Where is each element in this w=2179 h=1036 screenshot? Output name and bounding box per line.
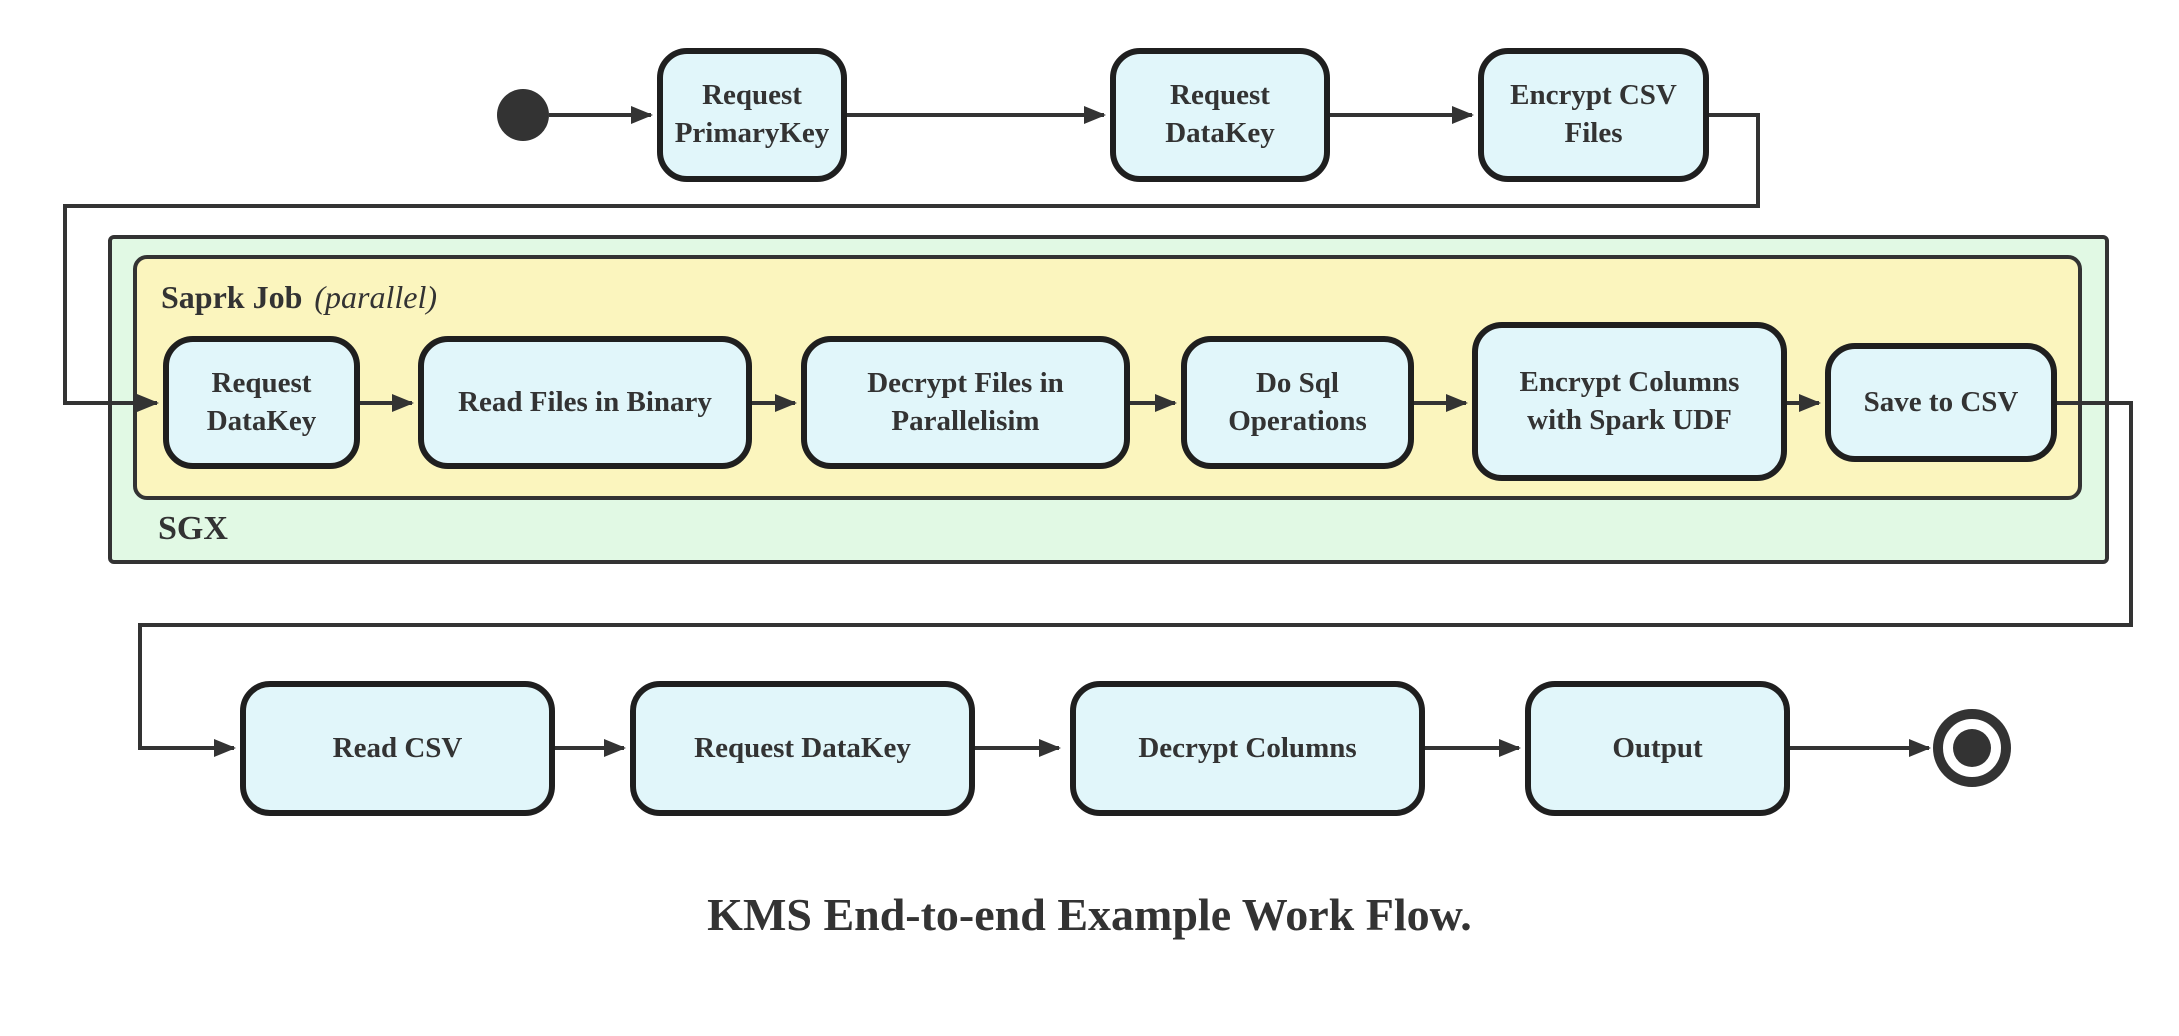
node-encrypt-csv-files: Encrypt CSV Files bbox=[1478, 48, 1709, 182]
node-request-datakey-sgx: Request DataKey bbox=[163, 336, 360, 469]
node-request-datakey-bottom: Request DataKey bbox=[630, 681, 975, 816]
sgx-container-label: SGX bbox=[158, 510, 228, 547]
node-request-datakey-top: Request DataKey bbox=[1110, 48, 1330, 182]
node-decrypt-files-in-parallelisim: Decrypt Files in Parallelisim bbox=[801, 336, 1130, 469]
spark-job-title-note: (parallel) bbox=[314, 279, 438, 315]
edge-save-csv-to-read-csv bbox=[138, 401, 2133, 757]
node-read-files-in-binary: Read Files in Binary bbox=[418, 336, 752, 469]
end-state-icon bbox=[1933, 709, 2011, 787]
node-read-csv: Read CSV bbox=[240, 681, 555, 816]
node-request-primarykey: Request PrimaryKey bbox=[657, 48, 847, 182]
node-encrypt-columns-with-spark-udf: Encrypt Columns with Spark UDF bbox=[1472, 322, 1787, 481]
node-do-sql-operations: Do Sql Operations bbox=[1181, 336, 1414, 469]
node-decrypt-columns: Decrypt Columns bbox=[1070, 681, 1425, 816]
edge-encrypt-csv-to-sgx-request-datakey bbox=[63, 113, 1760, 412]
spark-job-title-text: Saprk Job bbox=[161, 279, 303, 315]
diagram-caption: KMS End-to-end Example Work Flow. bbox=[707, 889, 1472, 940]
node-save-to-csv: Save to CSV bbox=[1825, 343, 2057, 462]
spark-job-title: Saprk Job (parallel) bbox=[161, 279, 437, 316]
start-state-icon bbox=[497, 89, 549, 141]
end-state-dot bbox=[1953, 729, 1991, 767]
node-output: Output bbox=[1525, 681, 1790, 816]
